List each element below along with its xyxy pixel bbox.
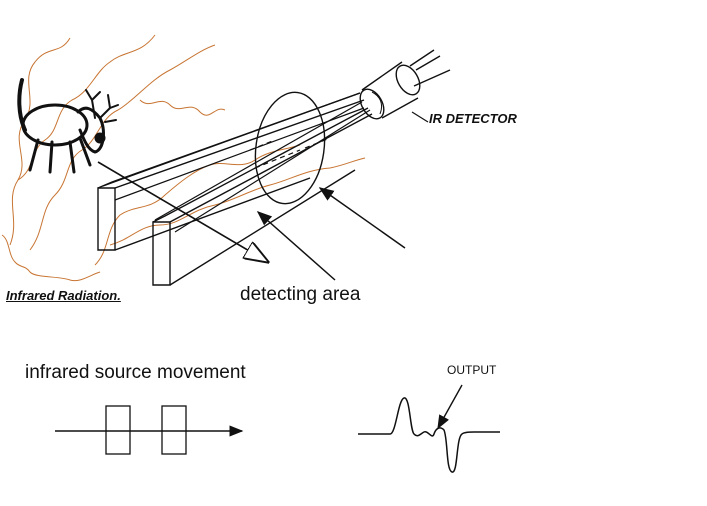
detecting-area-pointer-right [318, 187, 406, 249]
detection-beams [102, 92, 371, 233]
ir-detector-pointer [411, 111, 429, 123]
detecting-area-label: detecting area [240, 284, 361, 305]
infrared-radiation-waves [1, 34, 366, 282]
infrared-radiation-label: Infrared Radiation. [6, 288, 121, 303]
infrared-source-movement-label: infrared source movement [25, 362, 246, 383]
infrared-source-path-arrow [97, 161, 268, 262]
detecting-area-pointer-left [256, 211, 336, 281]
movement-schematic [55, 405, 244, 455]
detection-zone-left [97, 92, 365, 251]
fresnel-lens [254, 91, 326, 205]
output-label: OUTPUT [447, 363, 497, 377]
zone-box-left [105, 405, 131, 455]
output-pointer [437, 384, 463, 430]
output-waveform [358, 397, 500, 473]
ir-detector-icon [359, 49, 451, 120]
zone-box-right [161, 405, 187, 455]
ir-detector-label: IR DETECTOR [429, 111, 517, 126]
deer-icon [17, 78, 119, 174]
